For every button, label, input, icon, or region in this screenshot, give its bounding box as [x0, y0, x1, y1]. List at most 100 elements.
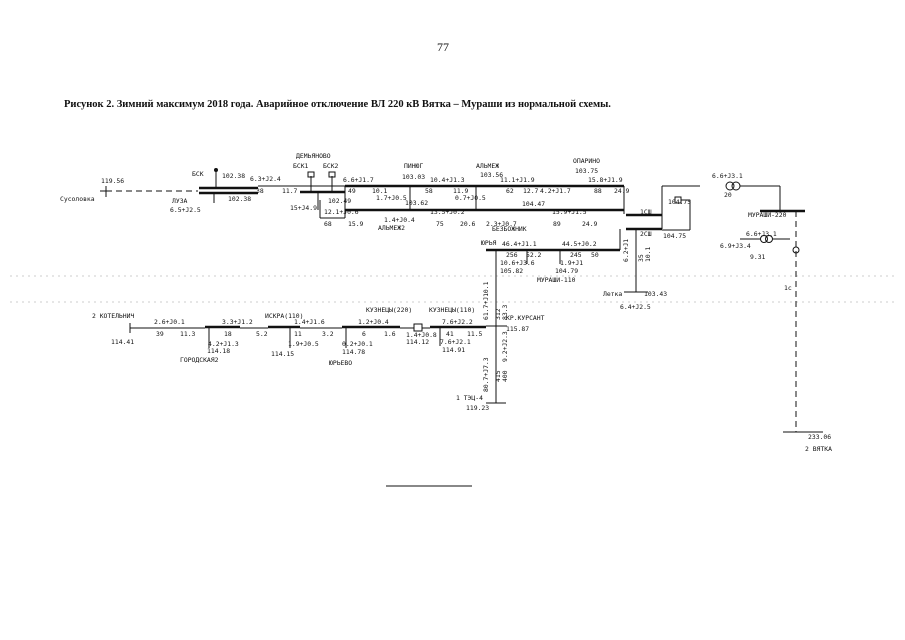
flow-label: 10.1 [644, 246, 652, 262]
flow-label: 49 [348, 187, 356, 195]
flow-label: 61.7+J10.1 [482, 281, 490, 320]
flow-label: 1.6 [384, 330, 396, 338]
node-label: 114.41 [111, 338, 134, 346]
flow-label: 15+J4.9 [290, 204, 317, 212]
flow-label: 1с [784, 284, 792, 292]
flow-label: 50 [591, 251, 599, 259]
flow-label: 6.9+J3.4 [720, 242, 751, 250]
bsk1-symbol [307, 171, 315, 178]
flow-label: 400 [501, 370, 509, 382]
node-label: 9.31 [750, 253, 766, 261]
node-label: 103.62 [405, 199, 428, 207]
flow-label: 6.3+J2.4 [250, 175, 281, 183]
flow-label: 89 [553, 220, 561, 228]
flow-label: 52.2 [526, 251, 542, 259]
flow-label: 3.3+J1.2 [222, 318, 253, 326]
node-label: БЕЗБОЖНИК [492, 225, 527, 233]
node-label: 104.47 [522, 200, 545, 208]
flow-label: 9.2+J2.3 [501, 331, 509, 362]
node-label: 103.75 [575, 167, 598, 175]
flow-label: 24.9 [614, 187, 630, 195]
node-label: 115.87 [506, 325, 529, 333]
flow-label: 75 [436, 220, 444, 228]
node-label: 114.18 [207, 347, 230, 355]
node-label: 2 ВЯТКА [805, 445, 832, 453]
flow-label: 12.7 [523, 187, 539, 195]
node-label: МУРАШИ-220 [748, 211, 787, 219]
flow-label: 1.2+J0.4 [358, 318, 389, 326]
node-label: МУРАШИ-110 [537, 276, 576, 284]
flow-label: 13.5+J0.2 [430, 208, 465, 216]
node-label: БСК [192, 170, 204, 178]
node-label: ОПАРИНО [573, 157, 600, 165]
node-label: БСК2 [323, 162, 339, 170]
node-label: ГОРОДСКАЯ2 [180, 356, 219, 364]
flow-label: 11.3 [180, 330, 196, 338]
node-label: Сусоловка [60, 195, 95, 203]
node-label: ИСКРА(110) [265, 312, 303, 320]
flow-label: 2СШ [640, 230, 652, 238]
flow-label: 18 [224, 330, 232, 338]
node-label: ЛУЗА [172, 197, 188, 205]
flow-label: 11.7 [282, 187, 298, 195]
node-label: 104.75 [663, 232, 686, 240]
node-label: 105.82 [500, 267, 523, 275]
flow-label: 11.1+J1.9 [500, 176, 535, 184]
node-label: ДЕМЬЯНОВО [296, 152, 331, 160]
flow-label: 11.9 [453, 187, 469, 195]
flow-label: 41 [446, 330, 454, 338]
flow-label: 4.2+J1.3 [208, 340, 239, 348]
flow-label: 10.4+J1.3 [430, 176, 465, 184]
node-label: 103.56 [480, 171, 503, 179]
node-label: Летка [603, 290, 622, 298]
node-label: 104.75 [668, 198, 691, 206]
node-label: 6.5+J2.5 [170, 206, 201, 214]
flow-label: 1.9+J0.5 [288, 340, 319, 348]
flow-label: 68 [324, 220, 332, 228]
flow-label: 1.9+J1 [560, 259, 583, 267]
flow-label: 35 [637, 254, 645, 262]
node-label: 102.38 [228, 195, 251, 203]
flow-label: 4.2+J1.7 [540, 187, 571, 195]
node-label: 233.06 [808, 433, 831, 441]
flow-label: 415 [494, 370, 502, 382]
node-label: БСК1 [293, 162, 309, 170]
figure-caption: Рисунок 2. Зимний максимум 2018 года. Ав… [64, 99, 611, 110]
transformer-small [765, 235, 773, 243]
node-label: АЛЬМЕЖ [476, 162, 499, 170]
node-label: ЮРЬЕВО [329, 359, 352, 367]
flow-label: 6.2+J1 [622, 239, 630, 262]
flow-label: 6.6+J1.7 [343, 176, 374, 184]
flow-label: 15.8+J1.9 [588, 176, 623, 184]
node-label: АЛЬМЕЖ2 [378, 224, 405, 232]
flow-label: 2.6+J0.1 [154, 318, 185, 326]
flow-label: 1.4+J0.4 [384, 216, 415, 224]
flow-label: 6 [362, 330, 366, 338]
flow-label: 10.6+J3.6 [500, 259, 535, 267]
flow-label: 12.1+J0.6 [324, 208, 359, 216]
node-label: 103.43 [644, 290, 667, 298]
node-label: 114.15 [271, 350, 294, 358]
node-label: 1 ТЭЦ-4 [456, 394, 483, 402]
flow-label: 44.5+J0.2 [562, 240, 597, 248]
flow-label: 1СШ [640, 208, 652, 216]
flow-label: 10.1 [372, 187, 388, 195]
flow-label: 15.9 [348, 220, 364, 228]
flow-label: 58 [425, 187, 433, 195]
flow-label: 3.2 [322, 330, 334, 338]
page-number: 77 [437, 40, 449, 54]
flow-label: 2.3+J0.7 [486, 220, 517, 228]
kuznetsy-autotransformer [413, 323, 423, 332]
flow-label: 24.9 [582, 220, 598, 228]
node-label: КУЗНЕЦЫ(220) [366, 306, 412, 314]
flow-label: 312 [494, 308, 502, 320]
flow-label: 1.4+J1.6 [294, 318, 325, 326]
transformer-symbol [725, 181, 735, 191]
bsk-symbol [214, 168, 218, 172]
node-label: 119.23 [466, 404, 489, 412]
transformer-small [760, 235, 768, 243]
node-label: 6.4+J2.5 [620, 303, 651, 311]
flow-label: 6.6+J3.1 [746, 230, 777, 238]
